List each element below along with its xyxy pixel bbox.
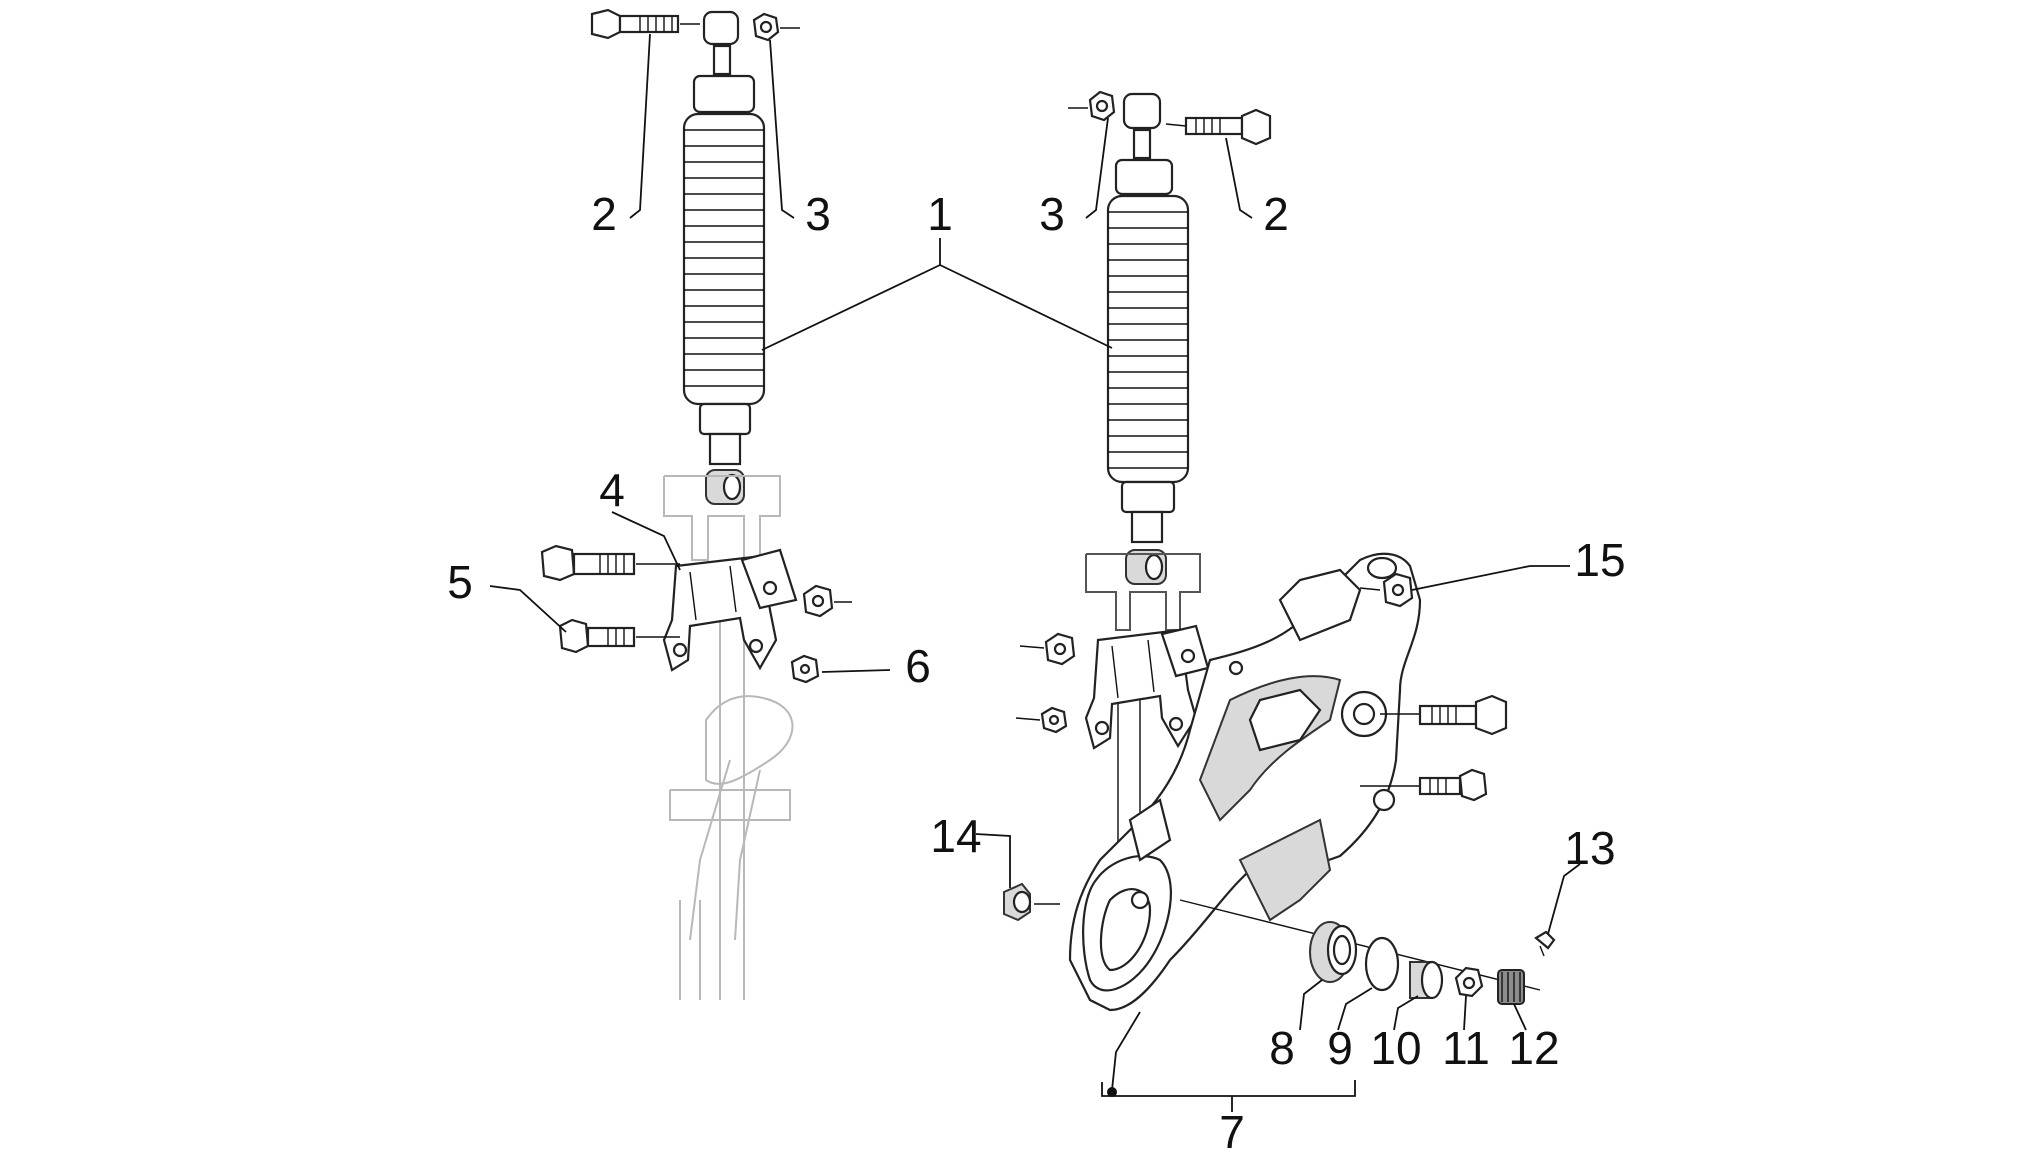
right-top-bolt	[1165, 108, 1272, 146]
callout-5: 5	[447, 556, 473, 608]
callout-2-right: 2	[1263, 188, 1289, 240]
swing-arm-assembly	[1068, 552, 1422, 1012]
axle-nut	[1497, 969, 1525, 1005]
upper-mount-nut	[1359, 572, 1414, 608]
washer	[1454, 966, 1484, 998]
callout-10: 10	[1370, 1022, 1421, 1074]
circlip	[1364, 936, 1400, 992]
left-spring	[682, 112, 766, 406]
callout-13: 13	[1564, 822, 1615, 874]
spacer	[1409, 960, 1444, 1000]
callout-8: 8	[1269, 1022, 1295, 1074]
right-nut-lower	[1015, 706, 1068, 734]
callout-7: 7	[1219, 1106, 1245, 1151]
right-nut-upper	[1019, 632, 1076, 666]
callout-9: 9	[1327, 1022, 1353, 1074]
callout-15: 15	[1574, 534, 1625, 586]
callout-14: 14	[930, 810, 981, 862]
left-bolt-lower	[558, 618, 680, 654]
left-shock-absorber	[590, 8, 800, 505]
swing-arm-bolt-short	[1360, 768, 1488, 802]
callout-2-left: 2	[591, 188, 617, 240]
split-pin	[1534, 930, 1556, 957]
callout-4: 4	[599, 464, 625, 516]
callouts: 1 2 3 3 2 4 5 6 15 14 13 8 9 10 11 12 7	[447, 188, 1625, 1151]
callout-6: 6	[905, 640, 931, 692]
right-mounting-bracket	[1084, 624, 1210, 750]
callout-3-right: 3	[1039, 188, 1065, 240]
right-top-nut	[1068, 90, 1116, 122]
left-top-nut	[752, 12, 800, 42]
bearing	[1309, 921, 1358, 983]
rubber-stop	[1003, 882, 1060, 922]
left-mounting-bracket	[662, 548, 798, 672]
axle-line	[1179, 899, 1541, 991]
right-top-bushing	[1122, 92, 1162, 130]
right-spring	[1106, 194, 1190, 484]
left-bolt-upper	[540, 544, 680, 582]
callout-3-left: 3	[805, 188, 831, 240]
callout-11: 11	[1442, 1022, 1490, 1074]
callout-1: 1	[927, 188, 953, 240]
left-top-bushing	[702, 10, 740, 46]
leader-lines	[489, 33, 1581, 1112]
left-ghost-frame	[663, 475, 794, 1000]
callout-12: 12	[1508, 1022, 1559, 1074]
left-top-bolt	[590, 8, 700, 40]
swing-arm-bolt-long	[1380, 694, 1508, 736]
left-nut-upper	[802, 584, 852, 618]
left-nut-lower	[790, 654, 820, 684]
right-shock-absorber	[1068, 90, 1272, 585]
